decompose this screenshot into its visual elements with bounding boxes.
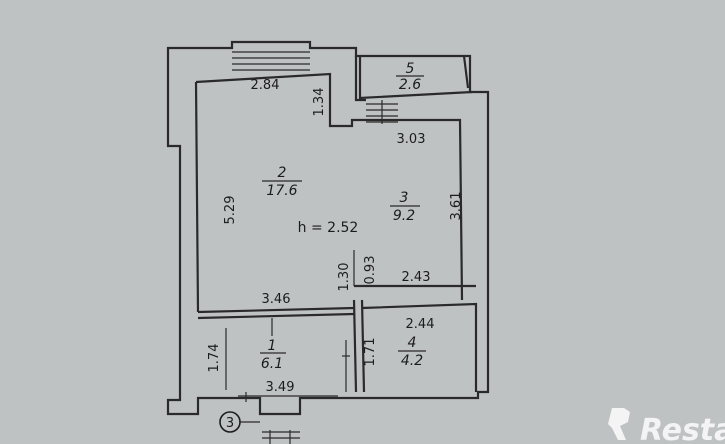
room-1-label: 1 6.1 xyxy=(260,338,286,372)
interior-walls xyxy=(197,250,478,393)
room-2-number: 2 xyxy=(278,165,287,181)
logo-mark-icon xyxy=(608,408,630,440)
room-3-number: 3 xyxy=(400,190,409,206)
dim-2-43: 2.43 xyxy=(402,270,431,285)
ceiling-height: h = 2.52 xyxy=(298,220,359,236)
dim-2-84: 2.84 xyxy=(251,78,280,93)
outer-walls xyxy=(166,40,490,416)
dim-3-61: 3.61 xyxy=(449,192,464,221)
room-4-area: 4.2 xyxy=(401,353,423,369)
room-4-number: 4 xyxy=(408,335,417,351)
dim-5-29: 5.29 xyxy=(223,196,238,225)
dim-1-30: 1.30 xyxy=(337,263,352,292)
entrance-marker: 3 xyxy=(219,411,260,433)
room-5-area: 2.6 xyxy=(399,77,421,93)
stairs-mid xyxy=(366,100,398,124)
dim-1-71: 1.71 xyxy=(363,338,378,367)
dim-3-49: 3.49 xyxy=(266,380,295,395)
room-4-label: 4 4.2 xyxy=(398,335,426,369)
room-1-number: 1 xyxy=(268,338,277,354)
room-3-area: 9.2 xyxy=(393,208,415,224)
room-2-area: 17.6 xyxy=(266,183,297,199)
room-2-label: 2 17.6 xyxy=(262,165,302,199)
dim-3-03: 3.03 xyxy=(397,132,426,147)
dim-3-46: 3.46 xyxy=(262,292,291,307)
watermark-brand: Restate xyxy=(640,413,725,444)
restate-logo: Restate xyxy=(608,408,725,444)
dim-1-34: 1.34 xyxy=(312,88,327,117)
room-1-area: 6.1 xyxy=(261,356,283,372)
dimension-lines xyxy=(225,318,350,402)
room-5-label: 5 2.6 xyxy=(396,61,424,93)
room-5-number: 5 xyxy=(406,61,415,77)
dim-0-93: 0.93 xyxy=(363,256,378,285)
entrance-marker-number: 3 xyxy=(226,416,234,431)
stairs-top xyxy=(232,51,310,71)
stairs-bottom xyxy=(262,430,300,444)
dim-2-44: 2.44 xyxy=(406,317,435,332)
dim-1-74: 1.74 xyxy=(207,344,222,373)
room-3-label: 3 9.2 xyxy=(390,190,420,224)
